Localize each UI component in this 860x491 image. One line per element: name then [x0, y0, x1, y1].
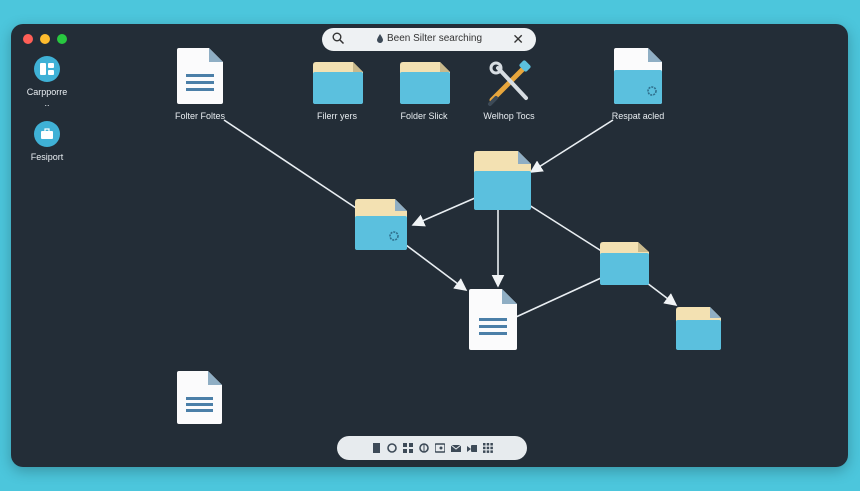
desktop-item-label: Filerr yers: [317, 111, 357, 121]
link-line: [411, 197, 476, 227]
link-line: [223, 119, 357, 209]
window-controls: [23, 34, 67, 44]
sidebar-item-carpporre[interactable]: Carpporre..: [23, 56, 71, 109]
search-bar[interactable]: Been Silter searching ✕: [322, 28, 536, 51]
search-query[interactable]: Been Silter searching: [387, 33, 483, 44]
mail-icon[interactable]: [451, 443, 461, 453]
sidebar-item-label: Fesiport: [30, 152, 64, 162]
desktop-item-label: Welhop Tocs: [483, 111, 535, 121]
sidebar-item-fesiport[interactable]: Fesiport: [23, 121, 71, 163]
clock-icon[interactable]: [387, 443, 397, 453]
apps-icon[interactable]: [483, 443, 493, 453]
dock: [337, 436, 527, 460]
maximize-window-button[interactable]: [57, 34, 67, 44]
sidebar-item-label: Carpporre..: [26, 87, 68, 108]
close-window-button[interactable]: [23, 34, 33, 44]
doc-icon[interactable]: [371, 443, 381, 453]
folder-settings-icon[interactable]: [355, 199, 407, 255]
desktop-item-label: Respat acled: [611, 111, 665, 121]
filter-icon: [377, 34, 383, 46]
video-icon[interactable]: [467, 443, 477, 453]
link-line: [646, 282, 678, 306]
desktop-item-label: Folder Slick: [400, 111, 448, 121]
folder-icon[interactable]: [474, 151, 531, 215]
link-line: [515, 277, 602, 318]
grid-icon[interactable]: [403, 443, 413, 453]
folder-icon[interactable]: [400, 62, 450, 109]
connection-graph: [223, 119, 678, 318]
link-line: [528, 204, 604, 253]
briefcase-icon: [34, 121, 60, 147]
tools-icon[interactable]: [486, 60, 534, 111]
link-line: [529, 119, 614, 173]
document-icon[interactable]: [469, 289, 517, 355]
search-icon: [332, 32, 345, 48]
app-window: Been Silter searching ✕ Carpporre.. Fesi…: [11, 24, 848, 467]
app-grid-icon: [34, 56, 60, 82]
link-line: [405, 244, 468, 291]
folder-icon[interactable]: [600, 242, 649, 290]
desktop-item-label: Folter Foltes: [174, 111, 226, 121]
folder-icon[interactable]: [676, 307, 721, 355]
document-icon[interactable]: [177, 48, 223, 109]
clear-search-icon[interactable]: ✕: [512, 31, 524, 47]
globe-icon[interactable]: [419, 443, 429, 453]
folder-icon[interactable]: [313, 62, 363, 109]
image-icon[interactable]: [435, 443, 445, 453]
document-settings-icon[interactable]: [614, 48, 662, 109]
document-icon[interactable]: [177, 371, 222, 429]
minimize-window-button[interactable]: [40, 34, 50, 44]
